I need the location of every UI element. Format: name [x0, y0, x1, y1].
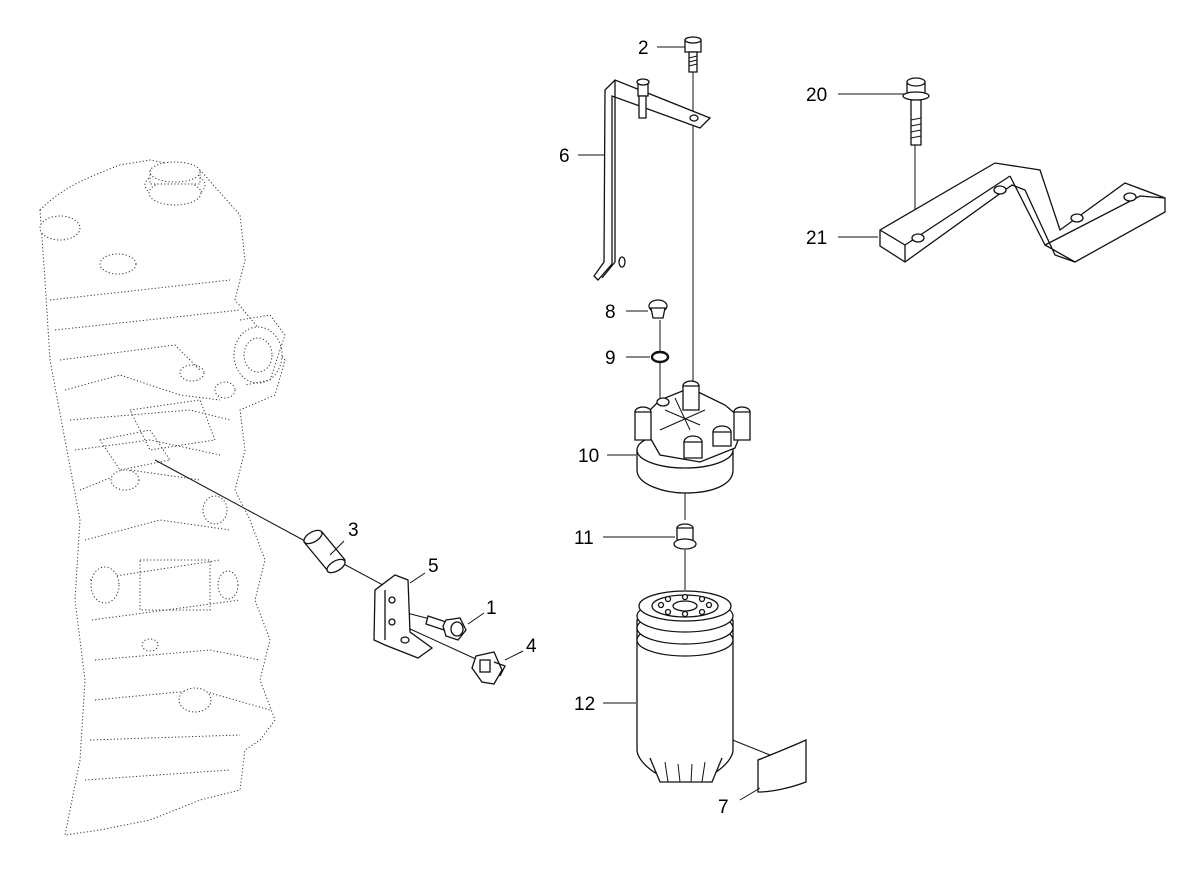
part-8-plug[interactable] — [648, 299, 668, 319]
callout-7: 7 — [718, 797, 729, 818]
callout-4: 4 — [526, 636, 537, 657]
callout-20: 20 — [806, 85, 827, 106]
part-21-z-bracket[interactable] — [879, 162, 1166, 263]
part-6-long-bracket[interactable] — [593, 78, 712, 281]
part-4-sensor[interactable] — [471, 651, 506, 685]
part-5-bracket[interactable] — [373, 574, 434, 659]
callout-2: 2 — [638, 38, 649, 59]
part-2-bolt[interactable] — [684, 36, 702, 73]
part-7-label[interactable] — [757, 738, 807, 793]
part-1-bolt[interactable] — [425, 615, 467, 641]
callout-3: 3 — [348, 520, 359, 541]
callout-8: 8 — [605, 302, 616, 323]
part-10-filter-head[interactable] — [634, 380, 751, 494]
callout-5: 5 — [428, 556, 439, 577]
callout-10: 10 — [578, 446, 599, 467]
callout-leaders — [329, 46, 906, 801]
part-20-bolt[interactable] — [902, 77, 930, 146]
callout-6: 6 — [559, 146, 570, 167]
callout-9: 9 — [605, 348, 616, 369]
engine-block — [39, 159, 286, 836]
callout-labels: 2 20 6 21 8 9 10 11 12 3 5 1 4 7 — [348, 38, 827, 818]
callout-12: 12 — [574, 694, 595, 715]
part-9-oring[interactable] — [650, 350, 670, 364]
part-11-nipple[interactable] — [673, 523, 697, 550]
callout-1: 1 — [486, 598, 497, 619]
callout-11: 11 — [574, 528, 594, 549]
part-12-filter-cartridge[interactable] — [636, 590, 734, 783]
part-3-sleeve[interactable] — [302, 528, 347, 576]
callout-21: 21 — [806, 228, 827, 249]
